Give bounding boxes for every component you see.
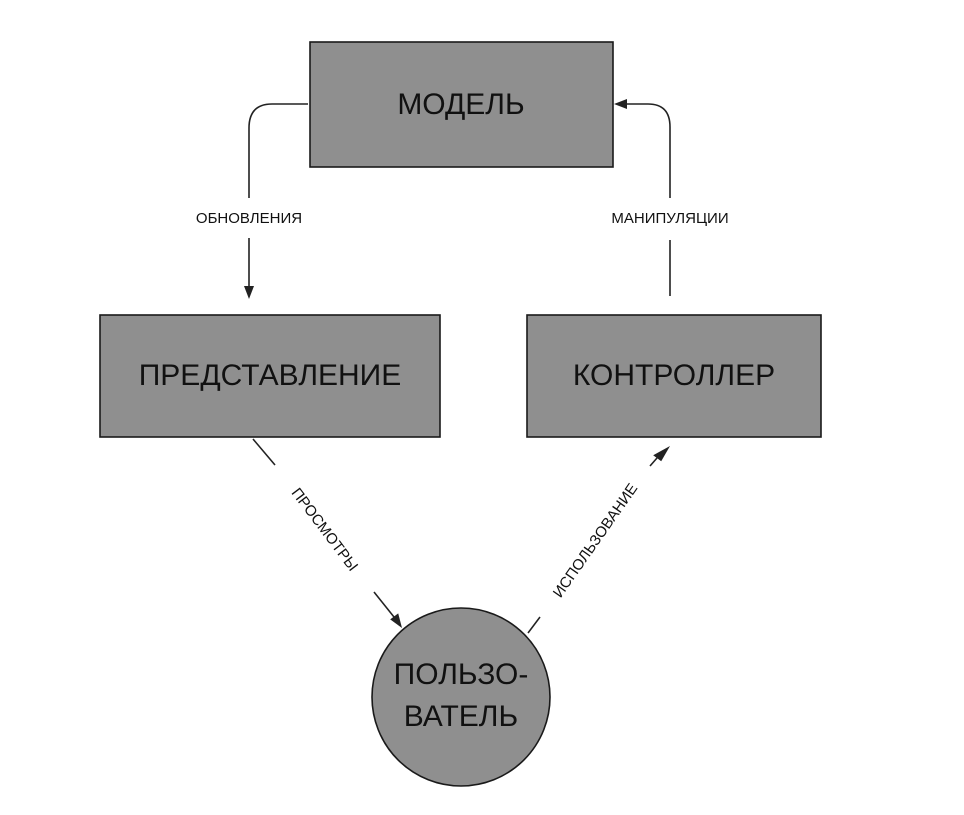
controller-box [526, 314, 822, 438]
view-label: ПРЕДСТАВЛЕНИЕ [139, 359, 402, 392]
updates-arrow-head [244, 286, 254, 299]
usage-edge: ИСПОЛЬЗОВАНИЕ [527, 446, 670, 634]
user-label-line2: ВАТЕЛЬ [404, 700, 518, 733]
updates-edge: ОБНОВЛЕНИЯ [196, 103, 308, 299]
views-label: ПРОСМОТРЫ [288, 485, 361, 575]
usage-line-bottom [527, 616, 541, 634]
updates-label: ОБНОВЛЕНИЯ [196, 210, 302, 227]
usage-label: ИСПОЛЬЗОВАНИЕ [550, 480, 641, 600]
views-line-top [252, 438, 276, 466]
views-arrow-head [390, 613, 402, 628]
usage-line-top [649, 457, 658, 467]
controller-node: КОНТРОЛЛЕР [526, 314, 822, 438]
views-line-bottom [373, 591, 395, 618]
views-edge: ПРОСМОТРЫ [252, 438, 402, 628]
model-box [309, 41, 614, 168]
view-box [99, 314, 441, 438]
model-node: МОДЕЛЬ [309, 41, 614, 168]
usage-arrow-head [653, 446, 670, 462]
user-label-line1: ПОЛЬЗО- [394, 658, 529, 691]
manipulations-arrow-head [614, 99, 627, 109]
manipulations-edge: МАНИПУЛЯЦИИ [611, 99, 729, 296]
model-label: МОДЕЛЬ [397, 88, 524, 121]
updates-line-top [248, 103, 308, 198]
manipulations-label: МАНИПУЛЯЦИИ [611, 210, 728, 227]
user-node: ПОЛЬЗО- ВАТЕЛЬ [371, 607, 551, 787]
user-circle [371, 607, 551, 787]
view-node: ПРЕДСТАВЛЕНИЕ [99, 314, 441, 438]
controller-label: КОНТРОЛЛЕР [573, 359, 775, 392]
manipulations-line-top [626, 103, 671, 198]
